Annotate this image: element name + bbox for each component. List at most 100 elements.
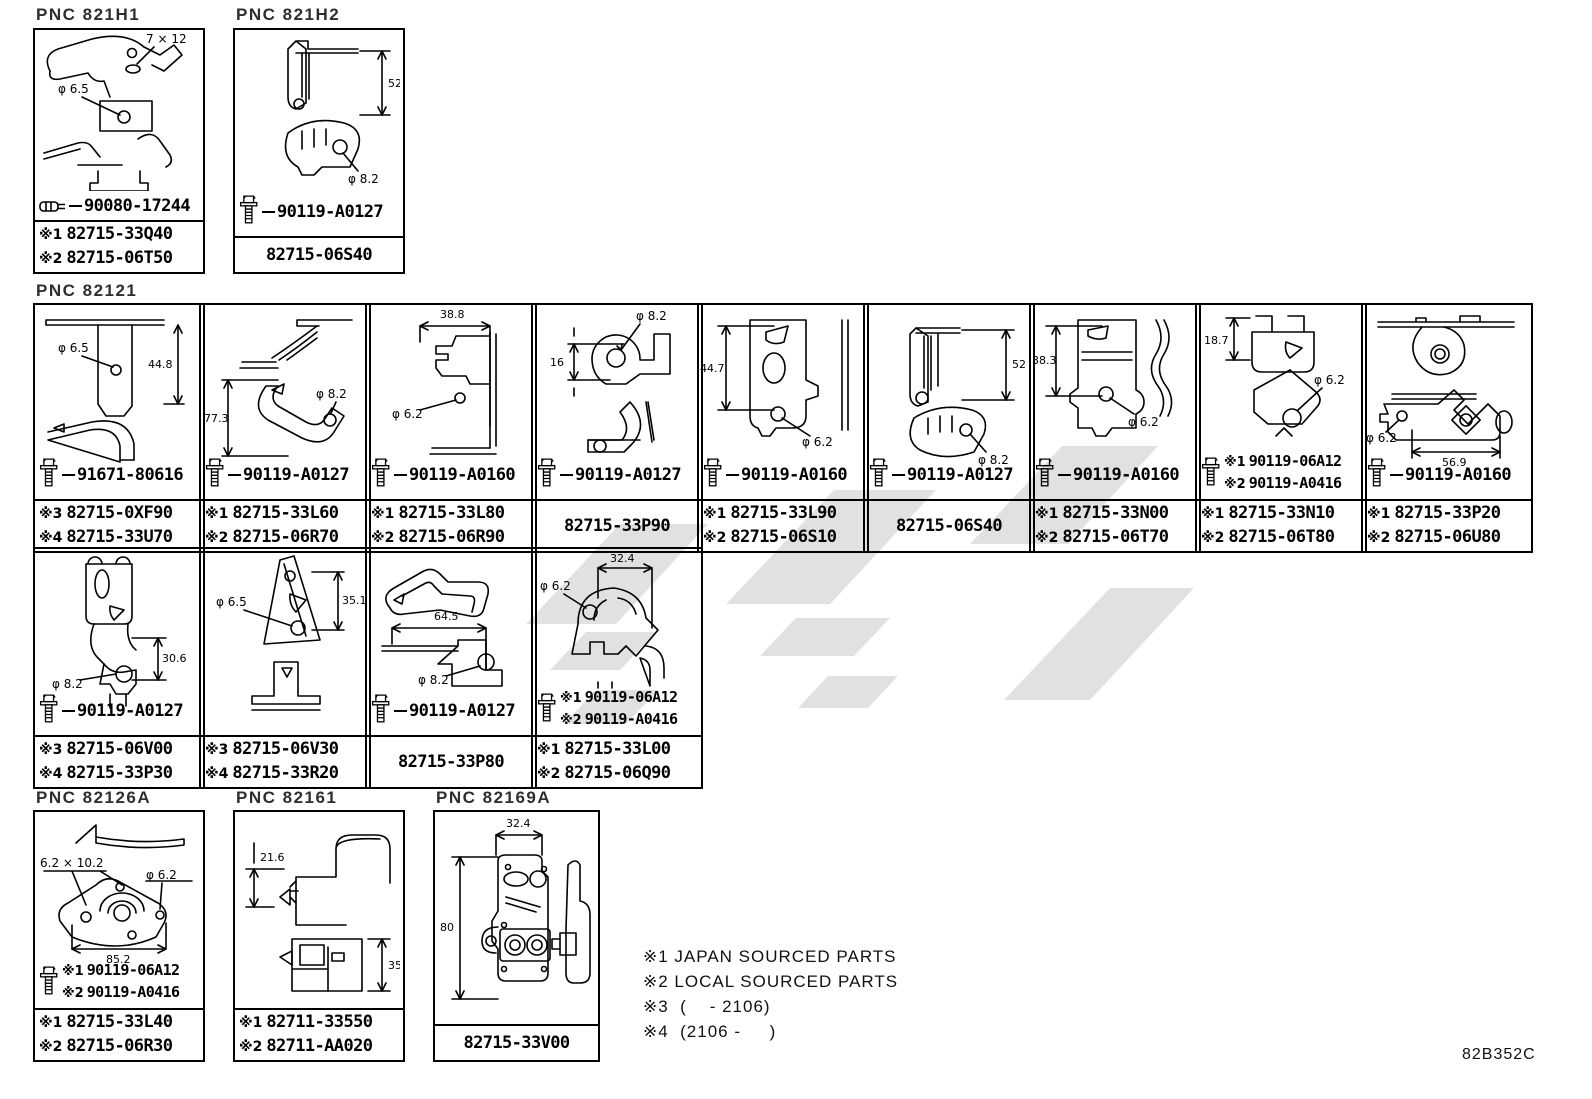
source-mark: ※2 (239, 1039, 263, 1055)
leader-line (726, 473, 739, 476)
part-number: 82715-33P90 (564, 515, 671, 536)
fastener-number: 90119-A0160 (741, 464, 848, 485)
bracket-drawing: 52 φ 8.2 (909, 327, 1026, 467)
fastener-number: 90119-A0127 (243, 464, 350, 485)
source-mark: ※2 (1201, 530, 1225, 546)
svg-text:φ 8.2: φ 8.2 (978, 453, 1009, 467)
svg-text:52: 52 (1012, 358, 1026, 371)
fastener-row: 90119-A0127 (239, 193, 384, 230)
part-row: 82715-33P90 (564, 515, 671, 538)
fastener-number: 90119-A0160 (409, 464, 516, 485)
part-number: 82715-33U70 (66, 527, 173, 547)
fastener-number: 90119-A0127 (575, 464, 682, 485)
fastener-row: 90119-A0127 (537, 456, 682, 493)
part-number: 82715-06V00 (66, 739, 173, 759)
leader-line (69, 205, 82, 207)
fastener-row: 90080-17244 (39, 196, 191, 216)
legend-line: ※2 LOCAL SOURCED PARTS (643, 972, 899, 991)
svg-text:φ 8.2: φ 8.2 (316, 387, 347, 401)
bracket-drawing: 38.3 φ 6.2 (1032, 319, 1173, 437)
bolt-icon (39, 694, 58, 723)
source-mark: ※1 (703, 506, 727, 522)
source-mark: ※4 (39, 530, 63, 546)
svg-text:7 × 12: 7 × 12 (146, 32, 187, 46)
bracket-drawing: 32.4 80 (440, 817, 591, 1000)
part-number: 82715-06V30 (232, 739, 339, 759)
bracket-drawing: 30.6 φ 8.2 (52, 556, 187, 709)
part-number: 82715-33Q40 (66, 224, 173, 244)
fastener-row: 90119-A0160 (371, 456, 516, 493)
source-mark: ※2 (703, 530, 727, 546)
part-row: 82715-33V00 (464, 1032, 571, 1055)
panel-82121-r2c3: 64.5 φ 8.2 90119-A0127 82715-33P80 (365, 547, 537, 789)
bolt-icon (1367, 458, 1386, 487)
bracket-drawing-821h1: 7 × 12 φ 6.5 (43, 32, 187, 191)
bolt-icon (1201, 457, 1220, 485)
part-number-list: 82715-33P80 (367, 735, 535, 787)
pnc-label-82121: PNC 82121 (36, 281, 138, 300)
leader-line (262, 210, 275, 213)
svg-text:φ 6.2: φ 6.2 (1128, 415, 1159, 429)
part-number: 82715-06S40 (896, 515, 1003, 536)
source-mark: ※1 (537, 742, 561, 758)
svg-text:φ 6.2: φ 6.2 (1314, 373, 1345, 387)
source-mark: ※2 (39, 1039, 63, 1055)
bracket-drawing: φ 6.5 35.1 (216, 555, 366, 711)
source-mark: ※1 (39, 1015, 63, 1031)
part-number: 82715-06R90 (398, 527, 505, 547)
svg-text:44.8: 44.8 (148, 358, 173, 371)
pnc-label-82126a: PNC 82126A (36, 788, 152, 807)
source-mark: ※1 (1224, 455, 1246, 470)
svg-text:32.4: 32.4 (506, 817, 531, 830)
source-mark: ※1 (371, 506, 395, 522)
svg-text:φ 6.2: φ 6.2 (146, 868, 177, 882)
bolt-icon (371, 458, 390, 487)
part-number: 82715-06Q90 (564, 763, 671, 783)
svg-text:φ 8.2: φ 8.2 (636, 309, 667, 323)
part-number: 82715-06S40 (266, 244, 373, 265)
part-number: 82715-33N10 (1228, 503, 1335, 523)
fastener-number: 90080-17244 (84, 196, 191, 216)
svg-text:φ 6.5: φ 6.5 (216, 595, 247, 609)
bolt-icon (703, 458, 722, 487)
part-number: 82715-06T80 (1228, 527, 1335, 547)
source-mark: ※2 (62, 986, 84, 1001)
bolt-icon (537, 693, 556, 721)
source-mark: ※2 (1367, 530, 1391, 546)
part-number: 82715-33P20 (1394, 503, 1501, 523)
panel-82169a: 32.4 80 82715-33V00 (433, 810, 600, 1062)
bracket-drawing: φ 6.2 56.9 (1366, 315, 1515, 469)
svg-text:80: 80 (440, 921, 454, 934)
part-row: 82715-33P80 (398, 751, 505, 774)
part-number: 82715-33N00 (1062, 503, 1169, 523)
